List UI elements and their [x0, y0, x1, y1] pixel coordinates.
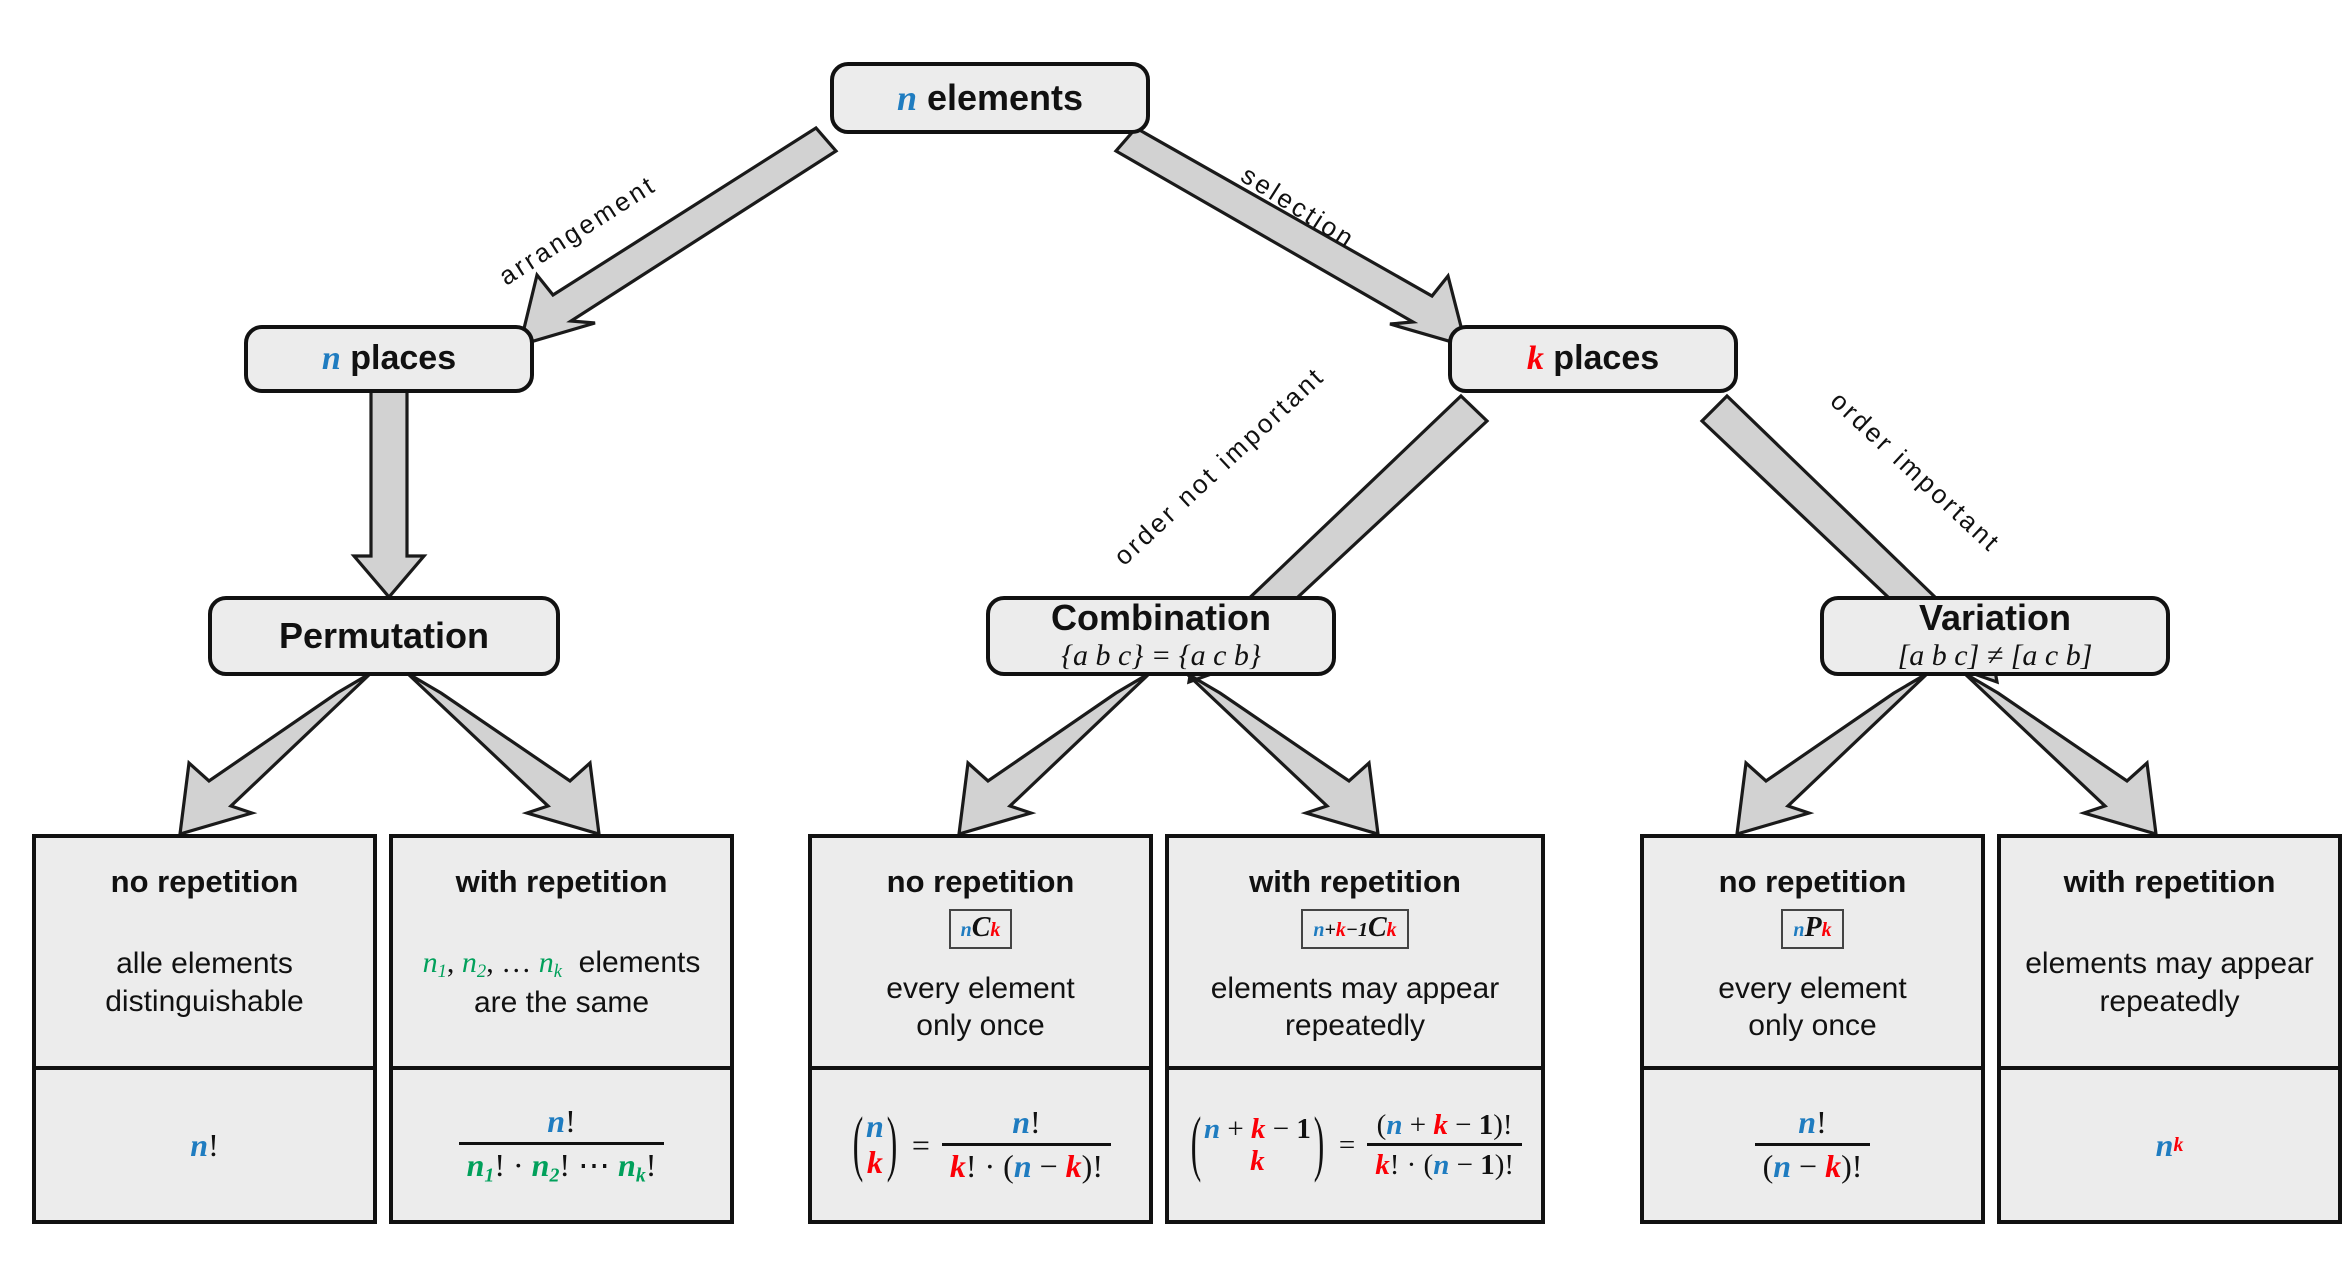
- node-variation[interactable]: Variation [a b c] ≠ [a c b]: [1820, 596, 2170, 676]
- leaf-description: elements may appear repeatedly: [2017, 945, 2322, 1021]
- symbol-n: n: [896, 77, 917, 118]
- desc-line: are the same: [473, 985, 650, 1019]
- node-k-places-text: places: [1553, 339, 1660, 378]
- arrow-combination-with-repetition: [1184, 671, 1380, 837]
- node-combination-label: Combination: [1051, 597, 1271, 639]
- leaf-header: no repetition: [110, 864, 299, 899]
- leaf-combination-no-repetition[interactable]: no repetition nCk every element only onc…: [808, 834, 1153, 1224]
- node-combination[interactable]: Combination {a b c} = {a c b}: [986, 596, 1336, 676]
- desc-line: alle elements: [116, 947, 293, 981]
- leaf-header: with repetition: [2063, 864, 2276, 899]
- leaf-header: with repetition: [455, 864, 668, 899]
- node-n-elements[interactable]: n elements: [830, 62, 1150, 134]
- desc-line: distinguishable: [105, 985, 304, 1018]
- leaf-top: with repetition n1, n2, … nk elements ar…: [393, 838, 730, 1066]
- leaf-divider: [393, 1066, 730, 1070]
- leaf-variation-with-repetition[interactable]: with repetition elements may appear repe…: [1997, 834, 2342, 1224]
- node-n-places[interactable]: n places: [244, 325, 534, 393]
- edge-label-order-important: order important: [1824, 385, 2008, 559]
- leaf-top: with repetition n+k−1Ck elements may app…: [1169, 838, 1541, 1066]
- node-variation-sub: [a b c] ≠ [a c b]: [1897, 638, 2093, 672]
- leaf-divider: [812, 1066, 1149, 1070]
- leaf-permutation-no-repetition[interactable]: no repetition alle elements distinguisha…: [32, 834, 377, 1224]
- edge-label-order-not-important: order not important: [1107, 360, 1331, 572]
- leaf-top: no repetition nPk every element only onc…: [1644, 838, 1981, 1066]
- node-variation-label: Variation: [1918, 597, 2072, 639]
- symbol-k: k: [1526, 340, 1544, 378]
- leaf-variation-no-repetition[interactable]: no repetition nPk every element only onc…: [1640, 834, 1985, 1224]
- node-combination-sub: {a b c} = {a c b}: [1061, 638, 1261, 672]
- leaf-notation-ncr: nCk: [948, 909, 1013, 949]
- leaf-notation-npr: nPk: [1781, 909, 1844, 949]
- leaf-divider: [2001, 1066, 2338, 1070]
- symbol-n: n: [321, 340, 341, 378]
- node-n-elements-text: elements: [926, 76, 1084, 118]
- leaf-formula: n! n1! · n2! ⋯ nk!: [393, 1070, 730, 1220]
- leaf-description: alle elements distinguishable: [97, 945, 311, 1021]
- node-k-places[interactable]: k places: [1448, 325, 1738, 393]
- node-permutation[interactable]: Permutation: [208, 596, 560, 676]
- leaf-description: elements may appear repeatedly: [1203, 970, 1508, 1046]
- leaf-combination-with-repetition[interactable]: with repetition n+k−1Ck elements may app…: [1165, 834, 1545, 1224]
- leaf-header: with repetition: [1249, 864, 1461, 899]
- desc-line: elements may appear: [1210, 971, 1500, 1005]
- desc-line: repeatedly: [2099, 985, 2240, 1018]
- desc-line: every element: [1718, 971, 1907, 1005]
- arrow-nplaces-permutation: [350, 388, 428, 600]
- leaf-description: every element only once: [1710, 970, 1914, 1046]
- leaf-header: no repetition: [886, 864, 1075, 899]
- node-n-places-label: n places: [321, 339, 457, 378]
- edge-label-selection: selection: [1235, 159, 1362, 255]
- arrow-combination-no-repetition: [957, 671, 1152, 837]
- leaf-notation-ncr: n+k−1Ck: [1301, 909, 1409, 949]
- desc-line: elements may appear: [2025, 947, 2314, 981]
- arrow-permutation-with-repetition: [405, 671, 601, 837]
- desc-line: repeatedly: [1284, 1009, 1426, 1043]
- leaf-top: no repetition alle elements distinguisha…: [36, 838, 373, 1066]
- arrow-variation-with-repetition: [1962, 671, 2158, 837]
- leaf-divider: [1644, 1066, 1981, 1070]
- node-k-places-label: k places: [1526, 339, 1660, 378]
- leaf-divider: [36, 1066, 373, 1070]
- desc-line: every element: [886, 971, 1075, 1005]
- arrow-variation-no-repetition: [1735, 671, 1930, 837]
- leaf-description: every element only once: [878, 970, 1082, 1046]
- leaf-divider: [1169, 1066, 1541, 1070]
- arrow-selection: [1113, 125, 1469, 349]
- node-n-places-text: places: [350, 339, 457, 378]
- leaf-formula: ( n + k − 1 k ) = (n + k − 1)! k! · (n −…: [1169, 1070, 1541, 1220]
- leaf-formula: n!: [190, 1126, 219, 1163]
- desc-line: only once: [916, 1009, 1045, 1043]
- leaf-top: no repetition nCk every element only onc…: [812, 838, 1149, 1066]
- leaf-permutation-with-repetition[interactable]: with repetition n1, n2, … nk elements ar…: [389, 834, 734, 1224]
- leaf-description: n1, n2, … nk elements are the same: [422, 946, 701, 1019]
- arrow-permutation-no-repetition: [178, 671, 373, 837]
- leaf-formula: n! (n − k)!: [1644, 1070, 1981, 1220]
- node-n-elements-label: n elements: [896, 76, 1084, 118]
- desc-line: only once: [1748, 1009, 1877, 1043]
- leaf-top: with repetition elements may appear repe…: [2001, 838, 2338, 1066]
- edge-label-arrangement: arrangement: [493, 168, 662, 292]
- leaf-header: no repetition: [1718, 864, 1907, 899]
- node-permutation-label: Permutation: [278, 615, 490, 657]
